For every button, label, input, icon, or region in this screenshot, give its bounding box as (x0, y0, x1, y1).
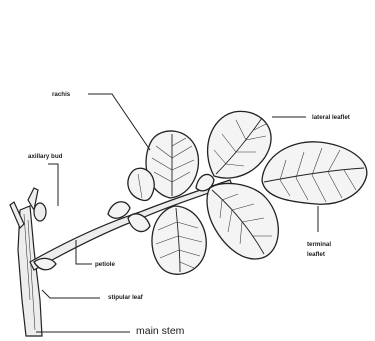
label-stipular-leaf: stipular leaf (108, 294, 144, 301)
label-main-stem: main stem (136, 325, 185, 337)
label-rachis: rachis (52, 91, 71, 98)
side-leaflet-left (128, 168, 154, 200)
lower-left-leaflet (152, 206, 206, 274)
lateral-leaflet (208, 111, 271, 178)
label-petiole: petiole (95, 261, 115, 268)
axillary-bud-shape (34, 203, 46, 221)
label-leaflet: leaflet (307, 251, 325, 258)
label-lateral-leaflet: lateral leaflet (312, 114, 350, 121)
middle-right-leaflet (207, 183, 278, 259)
label-axillary-bud: axillary bud (28, 153, 63, 160)
terminal-leaflet (262, 142, 367, 204)
label-terminal: terminal (307, 241, 331, 248)
